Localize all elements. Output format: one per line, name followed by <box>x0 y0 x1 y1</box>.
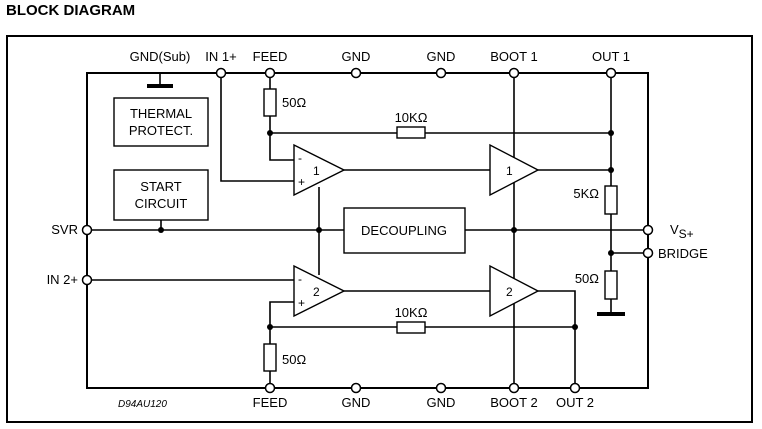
pin-label-vs-main: V <box>670 222 679 237</box>
pin-label-out1: OUT 1 <box>592 49 630 64</box>
pin-label-boot1: BOOT 1 <box>490 49 537 64</box>
resistor-label-50-top: 50Ω <box>282 95 306 110</box>
pin-gnd-top-a <box>350 67 362 79</box>
pin-out1 <box>605 67 617 79</box>
pin-label-svr: SVR <box>51 222 78 237</box>
pin-boot1 <box>508 67 520 79</box>
pin-label-gnd-bottom-a: GND <box>342 395 371 410</box>
pin-gnd-top-b <box>435 67 447 79</box>
start-label-line2: CIRCUIT <box>135 196 188 211</box>
resistor-label-10k-bottom: 10KΩ <box>395 305 428 320</box>
preamp-2-triangle <box>293 264 346 318</box>
pin-label-bridge: BRIDGE <box>658 246 708 261</box>
pin-bridge <box>642 247 654 259</box>
resistor-label-50-right: 50Ω <box>575 271 599 286</box>
resistor-5k <box>604 185 618 215</box>
pin-label-vs: VS+ <box>670 222 694 241</box>
pin-feed-top <box>264 67 276 79</box>
preamp-1-plus: + <box>298 175 305 189</box>
junction-dots <box>158 130 614 330</box>
pin-in2 <box>81 274 93 286</box>
diagram-title: BLOCK DIAGRAM <box>6 2 136 19</box>
wires <box>87 73 648 388</box>
resistor-10k-bottom <box>396 321 426 334</box>
start-label-line1: START <box>140 179 181 194</box>
start-circuit-block <box>113 169 209 221</box>
drawing-code: D94AU120 <box>118 399 167 410</box>
preamp-2-minus: - <box>298 272 302 286</box>
resistor-label-10k-top: 10KΩ <box>395 110 428 125</box>
power-amp-2-number: 2 <box>506 285 513 299</box>
pin-label-gnd-top-b: GND <box>427 49 456 64</box>
pin-svr <box>81 224 93 236</box>
pin-label-feed-bottom: FEED <box>253 395 288 410</box>
pin-label-gnd-sub: GND(Sub) <box>130 49 191 64</box>
pin-gnd-bottom-b <box>435 382 447 394</box>
thermal-label-line2: PROTECT. <box>129 123 193 138</box>
resistor-label-5k: 5KΩ <box>573 186 599 201</box>
pins <box>81 67 654 394</box>
pin-feed-bottom <box>264 382 276 394</box>
resistor-50-bottom <box>263 343 277 372</box>
outer-frame <box>6 35 753 423</box>
resistor-label-50-bottom: 50Ω <box>282 352 306 367</box>
resistor-50-top <box>263 88 277 117</box>
pin-in1 <box>215 67 227 79</box>
pin-label-out2: OUT 2 <box>556 395 594 410</box>
preamp-1-minus: - <box>298 151 302 165</box>
preamp-2-number: 2 <box>313 285 320 299</box>
preamp-1-number: 1 <box>313 164 320 178</box>
pin-gnd-bottom-a <box>350 382 362 394</box>
pin-label-gnd-top-a: GND <box>342 49 371 64</box>
power-amp-1-number: 1 <box>506 164 513 178</box>
resistor-50-right <box>604 270 618 300</box>
pin-label-in2: IN 2+ <box>47 272 78 287</box>
thermal-label-line1: THERMAL <box>130 106 192 121</box>
pin-label-gnd-bottom-b: GND <box>427 395 456 410</box>
pin-boot2 <box>508 382 520 394</box>
pin-vs <box>642 224 654 236</box>
pin-label-boot2: BOOT 2 <box>490 395 537 410</box>
decoupling-block <box>343 207 466 254</box>
decoupling-label: DECOUPLING <box>361 223 447 238</box>
pin-out2 <box>569 382 581 394</box>
power-amp-1-triangle <box>489 143 540 197</box>
thermal-protect-block <box>113 97 209 147</box>
pin-label-feed-top: FEED <box>253 49 288 64</box>
preamp-1-triangle <box>293 143 346 197</box>
resistor-10k-top <box>396 126 426 139</box>
pin-label-in1: IN 1+ <box>205 49 236 64</box>
preamp-2-plus: + <box>298 296 305 310</box>
pin-label-vs-sub: S+ <box>679 227 694 241</box>
power-amp-2-triangle <box>489 264 540 318</box>
